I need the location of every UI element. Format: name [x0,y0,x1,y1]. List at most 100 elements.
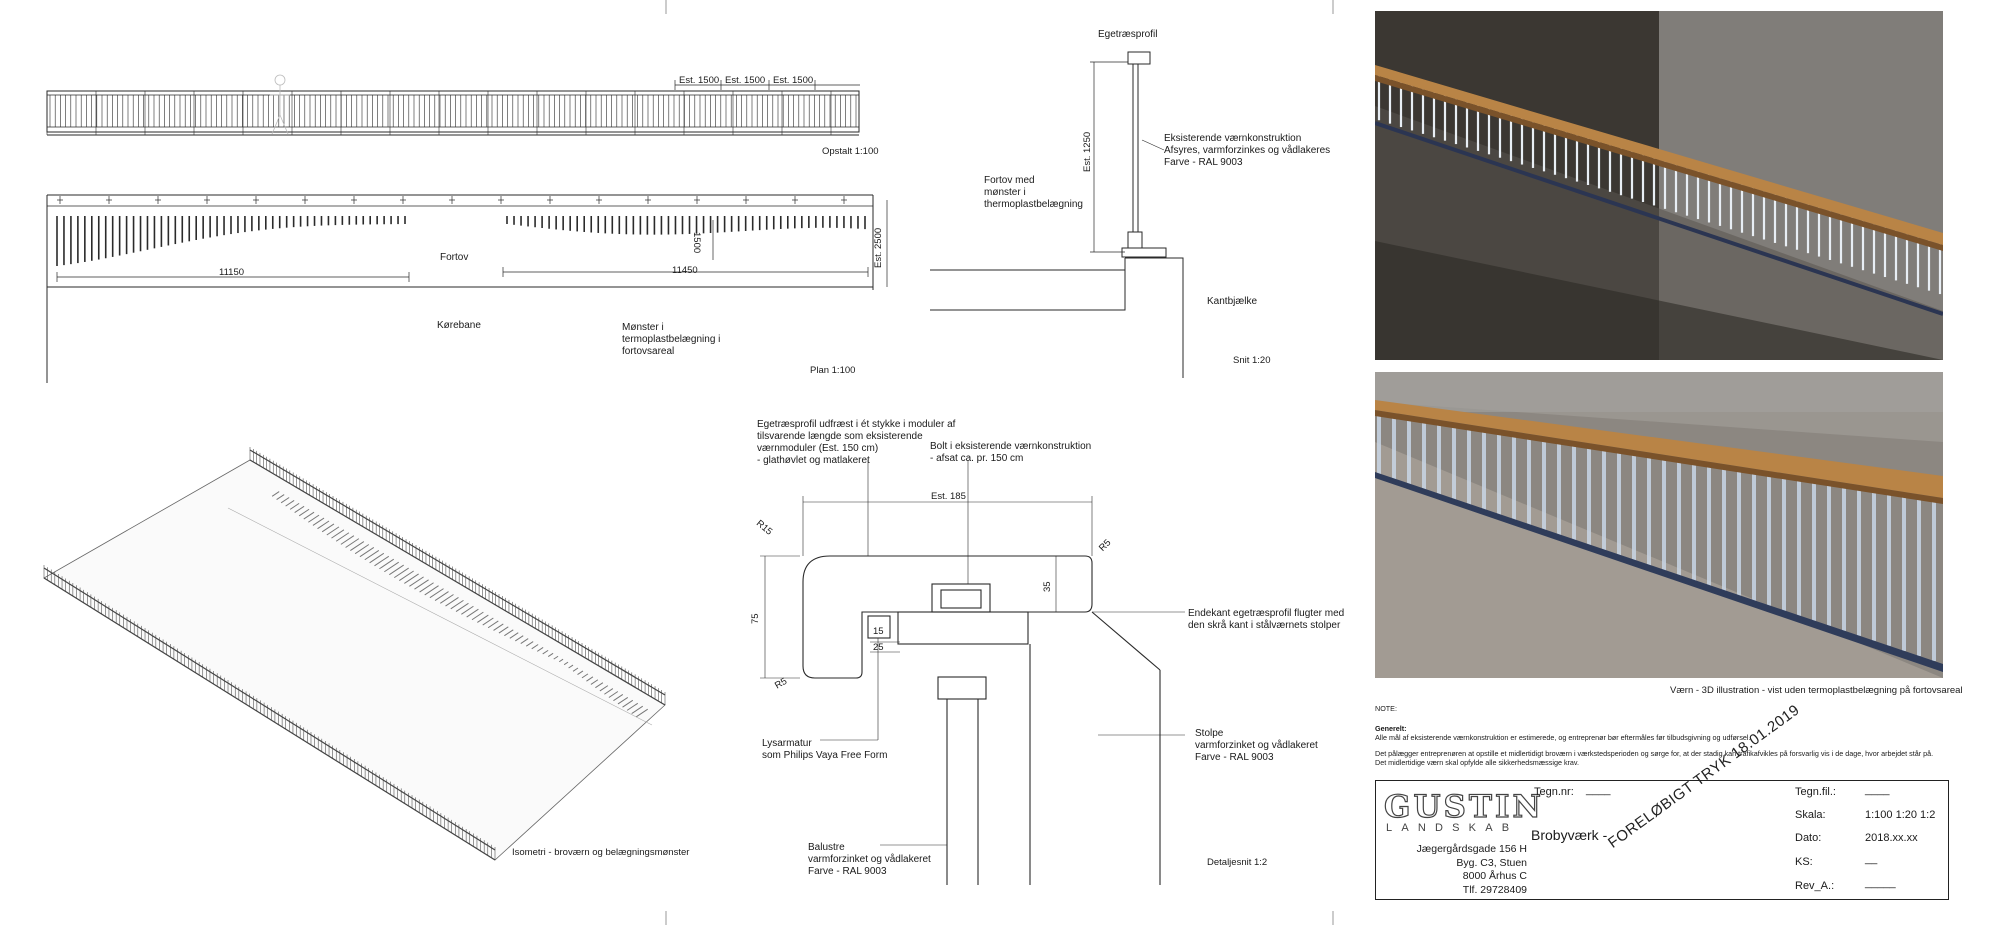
section-kerb-label: Kantbjælke [1207,296,1258,307]
plan-pattern-note: Mønster i termoplastbelægning i fortovsa… [622,322,721,357]
field-value-dato: 2018.xx.xx [1865,832,1918,844]
iso-pattern-mark [509,632,519,639]
iso-pattern-mark [340,535,355,545]
field-value-ks: __ [1865,853,1878,865]
iso-pattern-mark [409,576,424,587]
iso-pattern-mark [626,702,639,711]
elevation-railing [46,74,860,136]
detail-section [760,460,1185,885]
iso-pattern-mark [577,670,584,676]
sheet-trim-marks [665,0,1334,925]
iso-pattern-mark [631,705,644,715]
iso-pattern-mark [369,552,385,564]
iso-pattern-mark [493,623,504,631]
iso-pattern-mark [439,594,454,604]
plan-dim-2500: Est. 2500 [873,227,884,268]
plan-dimension-lines [56,200,888,287]
iso-pattern-mark [321,523,335,533]
section-existing-note: Eksisterende værnkonstruktion Afsyres, v… [1164,133,1331,168]
iso-pattern-mark [520,638,529,644]
plan-caption: Plan 1:100 [810,365,856,376]
iso-pattern-mark [547,652,554,657]
iso-pattern-mark [303,511,315,520]
section-caption: Snit 1:20 [1233,355,1271,366]
detail-baluster-note: Balustre varmforzinket og vådlakeret Far… [808,842,931,877]
detail-dim-25: 25 [873,642,884,653]
notes-general-text: Alle mål af eksisterende værnkonstruktio… [1375,733,1751,743]
iso-pattern-mark [384,561,399,573]
gustin-logo-sub: LANDSKAB [1386,822,1519,834]
notes-block: NOTE: Generelt: Alle mål af eksisterende… [1375,704,1935,774]
title-block: GUSTIN LANDSKAB Jægergårdsgade 156 H Byg… [1375,780,1949,900]
isometric-view [43,447,666,861]
render-image-top [1375,11,1943,360]
iso-pattern-mark [312,517,325,526]
iso-pattern-mark [525,641,534,647]
iso-pattern-mark [289,502,300,510]
iso-pattern-mark [461,605,474,615]
detail-dim-75: 75 [750,613,761,624]
elevation-dim-1: Est. 1500 [679,75,720,86]
detail-oak-note: Egetræsprofil udfræst i ét stykke i modu… [757,419,956,466]
detail-dim-15: 15 [873,626,884,637]
notes-general-heading: Generelt: [1375,723,1407,733]
address-line-2: Byg. C3, Stuen [1456,856,1527,869]
field-value-skala: 1:100 1:20 1:2 [1865,809,1936,821]
iso-pattern-mark [477,614,489,623]
render-caption: Værn - 3D illustration - vist uden termo… [1670,685,1963,696]
notes-contractor-text: Det pålægger entreprenøren at opstille e… [1375,748,1934,768]
iso-pattern-mark [599,685,609,692]
elevation-person [270,74,290,135]
iso-pattern-mark [429,588,444,599]
elevation-dim-3: Est. 1500 [773,75,814,86]
iso-pattern-mark [308,514,320,523]
iso-pattern-mark [271,491,280,497]
iso-pattern-mark [294,505,305,514]
elevation-dim-2: Est. 1500 [725,75,766,86]
iso-pattern-mark [335,532,350,542]
iso-pattern-mark [350,541,365,551]
iso-pattern-mark [581,673,589,679]
field-value-rev: _____ [1865,877,1896,889]
iso-pattern-mark [586,676,594,682]
gustin-logo: GUSTIN [1383,788,1544,825]
address-line-1: Jægergårdsgade 156 H [1416,843,1527,855]
iso-pattern-mark [590,679,599,685]
plan-dim-left: 11150 [219,267,245,278]
iso-pattern-mark [504,629,514,637]
iso-pattern-mark [298,508,310,517]
iso-pattern-mark [572,667,579,672]
iso-pattern-mark [424,585,439,596]
detail-dim-35: 35 [1042,581,1053,592]
elevation-dimension-line [674,80,860,90]
iso-pattern-mark [374,555,390,567]
project-title: Brobyværk - [1531,827,1608,843]
section-sidewalk-note: Fortov med mønster i thermoplastbelægnin… [984,175,1083,210]
iso-pattern-mark [608,691,619,698]
iso-pattern-mark [345,538,360,548]
iso-pattern-mark [379,558,395,570]
isometric-caption: Isometri - broværn og belægningsmønster [512,847,690,858]
detail-width-dim: Est. 185 [931,491,966,502]
detail-post-note: Stolpe varmforzinket og vådlakeret Farve… [1195,728,1318,763]
iso-pattern-mark [404,573,419,584]
plan-sidewalk-label: Fortov [440,252,469,263]
iso-pattern-mark [622,699,634,708]
iso-pattern-mark [636,708,648,718]
field-label-ks: KS: [1795,856,1813,868]
notes-heading: NOTE: [1375,704,1397,713]
iso-pattern-mark [394,567,409,579]
elevation-caption: Opstalt 1:100 [822,146,879,157]
iso-pattern-mark [466,608,479,618]
plan-road-label: Kørebane [437,320,481,331]
field-value-tegnfil: ____ [1865,784,1890,796]
iso-pattern-mark [563,661,569,666]
iso-pattern-mark [399,570,414,581]
detail-light-note: Lysarmatur som Philips Vaya Free Form [762,738,888,761]
plan-dim-1500: 1500 [691,232,702,254]
iso-pattern-mark [450,599,464,610]
detail-end-note: Endekant egetræsprofil flugter med den s… [1188,608,1345,631]
iso-pattern-mark [613,694,624,702]
iso-pattern-mark [359,547,375,558]
